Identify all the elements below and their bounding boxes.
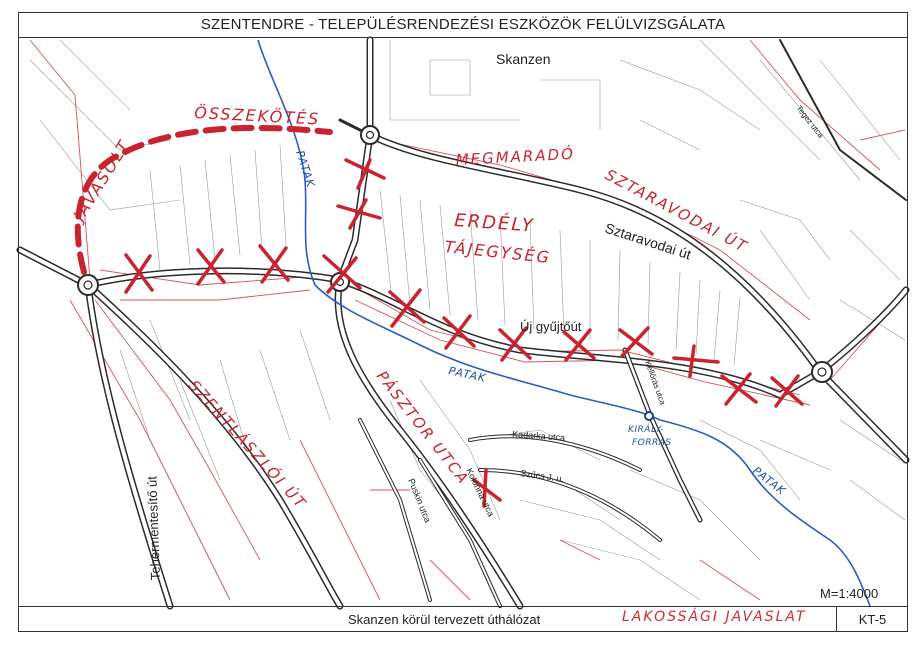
x-mark bbox=[720, 372, 758, 406]
label-skanzen: Skanzen bbox=[496, 51, 550, 67]
sheet-footer: Skanzen körül tervezett úthálózat LAKOSS… bbox=[18, 606, 908, 632]
x-mark bbox=[336, 198, 382, 230]
x-mark bbox=[344, 158, 386, 190]
hand-forras: FORRÁS bbox=[632, 436, 672, 448]
x-mark bbox=[472, 468, 502, 508]
label-uj-gyujtout: Új gyűjtőút bbox=[520, 319, 582, 334]
x-mark bbox=[562, 328, 596, 362]
label-tehermentesito-ut: Tehermentesítő út bbox=[144, 476, 163, 581]
x-mark bbox=[672, 344, 720, 378]
x-mark bbox=[196, 248, 226, 286]
x-mark bbox=[322, 254, 362, 294]
rejection-marks bbox=[124, 158, 804, 508]
x-mark bbox=[442, 314, 476, 350]
streams bbox=[257, 39, 871, 607]
footer-handwritten-note: LAKOSSÁGI JAVASLAT bbox=[622, 609, 807, 625]
sheet-title: SZENTENDRE - TELEPÜLÉSRENDEZÉSI ESZKÖZÖK… bbox=[18, 12, 908, 38]
x-mark bbox=[124, 253, 154, 294]
parcel-lines bbox=[29, 39, 906, 601]
roundabouts bbox=[77, 125, 833, 383]
label-kadarka-utca: Kadarka utca bbox=[512, 429, 566, 443]
sheet-frame bbox=[18, 12, 908, 632]
scale-label: M=1:4000 bbox=[820, 586, 879, 601]
x-mark bbox=[498, 326, 532, 362]
sheet-code: KT-5 bbox=[836, 607, 908, 632]
x-mark bbox=[618, 326, 654, 358]
patak-stream bbox=[257, 39, 871, 607]
x-mark bbox=[388, 288, 426, 328]
hand-kiraly: KIRÁLY- bbox=[628, 423, 664, 435]
kiraly-forras-spring-icon bbox=[644, 411, 654, 421]
x-mark bbox=[770, 374, 804, 408]
x-mark bbox=[258, 244, 290, 284]
footer-caption: Skanzen körül tervezett úthálózat bbox=[348, 612, 541, 627]
